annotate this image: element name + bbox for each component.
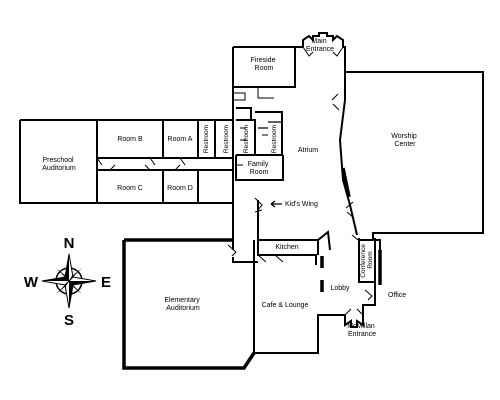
- restroom-label-2: Restroom: [223, 125, 230, 153]
- mcmillan-entrance-label: McMillan Entrance: [347, 323, 377, 338]
- atrium-label: Atrium: [298, 147, 318, 154]
- compass-south-label: S: [64, 312, 74, 329]
- main-entrance-vestibule: [302, 32, 344, 47]
- cafe-lounge-label: Cafe & Lounge: [262, 302, 309, 309]
- preschool-corridor-walls: [97, 157, 233, 171]
- worship-stage-wall: [341, 167, 351, 198]
- room-c-label: Room C: [117, 185, 143, 192]
- kitchen-north-wall: [258, 230, 331, 251]
- kids-wing-arrow-icon: [270, 200, 282, 208]
- fireside-closet: [233, 92, 246, 101]
- kids-wing-label: Kid's Wing: [285, 201, 318, 208]
- family-room-label: Family Room: [248, 161, 271, 176]
- worship-west-wall: [338, 72, 358, 236]
- fireside-room-walls: [233, 47, 296, 88]
- compass-rose-icon: [41, 253, 97, 309]
- preschool-corridor-doors: [96, 157, 186, 171]
- office-door: [364, 289, 373, 301]
- restroom-label-3: Restroom: [243, 125, 250, 153]
- main-entrance-label: Main Entrance: [306, 38, 334, 53]
- fireside-door: [257, 87, 274, 99]
- restroom-right-walls: [255, 111, 283, 156]
- preschool-auditorium-label: Preschool Auditorium: [42, 157, 76, 172]
- restroom-label-4: Restroom: [271, 125, 278, 153]
- compass-east-label: E: [101, 274, 111, 291]
- conference-room-walls: [358, 238, 376, 283]
- compass-north-label: N: [64, 235, 75, 252]
- restroom-doors: [237, 127, 268, 166]
- room-a-label: Room A: [168, 136, 193, 143]
- worship-center-label: Worship Center: [391, 133, 419, 148]
- north-building-outline: [233, 46, 484, 241]
- conference-room-label: Conference Room: [360, 242, 374, 277]
- classroom-divider-walls: [162, 120, 199, 203]
- office-walls: [362, 239, 381, 306]
- elementary-auditorium-label: Elementary Auditorium: [164, 297, 201, 312]
- fireside-room-label: Fireside Room: [251, 57, 278, 72]
- family-room-walls: [235, 155, 284, 181]
- main-entrance-doors: [302, 46, 344, 57]
- office-label: Office: [388, 292, 406, 299]
- kids-wing-corridor: [232, 200, 259, 240]
- worship-lobby-door: [351, 234, 359, 241]
- restroom-left-walls: [236, 107, 256, 156]
- lobby-label: Lobby: [330, 285, 350, 292]
- cafe-lounge-walls: [253, 240, 345, 354]
- compass-west-label: W: [24, 274, 39, 291]
- elementary-auditorium-outline: [122, 238, 256, 370]
- elementary-door: [227, 244, 237, 257]
- kitchen-south-wall: [257, 240, 317, 265]
- worship-south-door: [345, 201, 355, 219]
- mcmillan-doors: [344, 308, 364, 316]
- room-d-label: Room D: [167, 185, 193, 192]
- elementary-east-entry: [232, 240, 258, 263]
- restroom-label-1: Restroom: [203, 125, 210, 153]
- restroom-fixtures: [258, 121, 282, 129]
- room-b-label: Room B: [117, 136, 143, 143]
- kids-wing-door: [254, 197, 263, 213]
- worship-west-door: [331, 93, 340, 111]
- mcmillan-entrance-vestibule: [344, 305, 364, 328]
- kitchen-doors: [257, 254, 284, 263]
- kitchen-label: Kitchen: [275, 244, 298, 251]
